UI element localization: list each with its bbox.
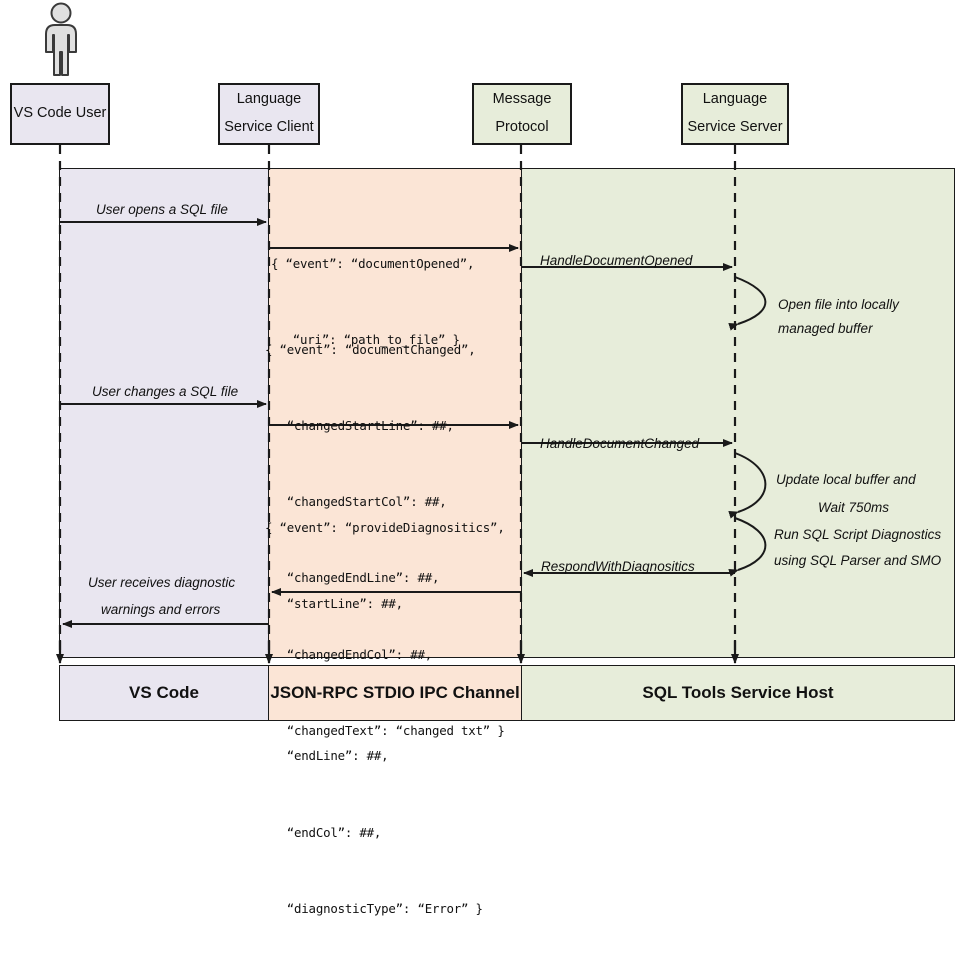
participant-language-service-server-line-1: Service Server [687,119,783,135]
label-user-opens-sql-file: User opens a SQL file [96,202,228,217]
payload-document-changed-line-0: { “event”: “documentChanged”, [265,341,476,357]
payload-provide-diagnostics-line-1: “startLine”: ##, [265,596,403,612]
sequence-diagram-canvas: VS Code User Language Service Client Mes… [10,2,955,916]
participant-message-protocol-line-0: Message [492,91,552,108]
participant-vs-code-user[interactable]: VS Code User [10,83,110,145]
label-respond-with-diagnostics: RespondWithDiagnositics [541,559,695,574]
payload-document-changed: { “event”: “documentChanged”, “changedSt… [265,286,505,794]
label-handle-document-opened: HandleDocumentOpened [540,253,693,268]
participant-language-service-client[interactable]: Language Service Client [218,83,320,145]
footer-zone-vs-code[interactable]: VS Code [59,665,269,721]
payload-document-opened-line-1: “uri”: “path_to_file” } [271,332,460,348]
participant-language-service-client-line-0: Language [236,91,302,108]
lane-band-ipc [268,168,522,658]
lane-band-vscode [59,168,269,658]
footer-zone-sql-tools-host[interactable]: SQL Tools Service Host [521,665,955,721]
payload-provide-diagnostics-line-0: { “event”: “provideDiagnositics”, [265,519,505,535]
participant-message-protocol-line-1: Protocol [495,119,549,135]
footer-zone-ipc-channel[interactable]: JSON-RPC STDIO IPC Channel [268,665,522,721]
payload-document-changed-line-2: “changedStartCol”: ##, [265,494,447,510]
payload-document-opened-line-0: { “event”: “documentOpened”, [271,255,475,271]
label-handle-document-changed: HandleDocumentChanged [540,436,700,451]
note-open-file-buffer-line-1: managed buffer [778,321,873,336]
participant-vs-code-user-line-0: VS Code User [13,105,107,122]
payload-document-changed-line-1: “changedStartLine”: ##, [265,418,454,434]
participant-language-service-client-line-1: Service Client [224,119,314,135]
payload-document-changed-line-4: “changedEndCol”: ##, [265,646,432,662]
lane-band-host [521,168,955,658]
label-user-receives-diagnostics-line-0: User receives diagnostic [88,575,236,590]
payload-provide-diagnostics-line-4: “endCol”: ##, [265,824,382,840]
participant-language-service-server[interactable]: Language Service Server [681,83,789,145]
note-update-buffer-wait-line-1: Wait 750ms [818,500,890,515]
note-run-diagnostics-line-0: Run SQL Script Diagnostics [774,527,942,542]
person-actor-icon [36,2,86,76]
footer-zone-sql-tools-host-label: SQL Tools Service Host [642,683,834,702]
note-update-buffer-wait-line-0: Update local buffer and [776,472,916,487]
payload-document-changed-line-3: “changedEndLine”: ##, [265,570,440,586]
participant-message-protocol[interactable]: Message Protocol [472,83,572,145]
payload-provide-diagnostics-line-3: “endLine”: ##, [265,748,389,764]
label-user-receives-diagnostics-line-1: warnings and errors [101,602,221,617]
footer-zone-ipc-channel-label: JSON-RPC STDIO IPC Channel [270,683,520,702]
footer-zone-vs-code-label: VS Code [129,683,199,702]
note-open-file-buffer-line-0: Open file into locally [778,297,899,312]
label-user-changes-sql-file: User changes a SQL file [92,384,239,399]
payload-document-opened: { “event”: “documentOpened”, “uri”: “pat… [271,200,474,403]
participant-language-service-server-line-0: Language [702,91,768,108]
actor-glyph [45,2,77,76]
note-run-diagnostics-line-1: using SQL Parser and SMO [774,553,942,568]
payload-provide-diagnostics-line-5: “diagnosticType”: “Error” } [265,900,483,916]
